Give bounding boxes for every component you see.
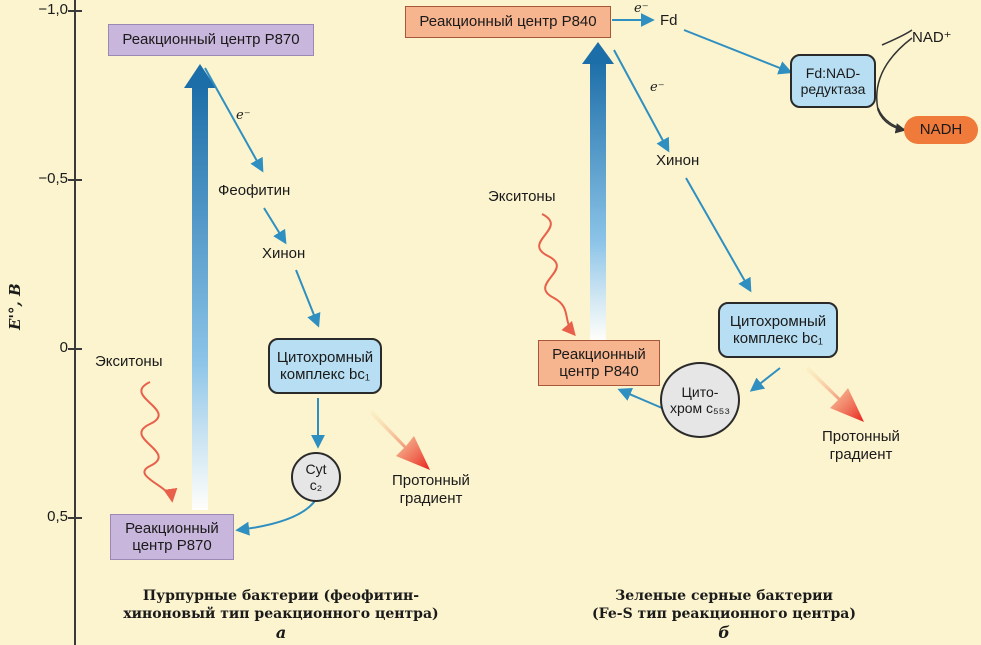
fd-nad-line1: Fd:NAD- xyxy=(805,64,861,81)
left-caption: Пурпурные бактерии (феофитин- хиноновый … xyxy=(116,588,446,643)
left-caption-line2: хиноновый тип реакционного центра) xyxy=(123,605,439,622)
y-tick-label: 0 xyxy=(59,339,68,356)
left-proton-line2: градиент xyxy=(399,490,463,507)
left-electron-label: e⁻ xyxy=(236,108,251,123)
left-caption-line1: Пурпурные бактерии (феофитин- xyxy=(142,588,420,604)
left-cyt-c2: Cyt c₂ xyxy=(291,452,341,502)
y-tick xyxy=(68,517,82,519)
right-caption-line1: Зеленые серные бактерии xyxy=(615,588,833,604)
cyt-c553: Цито- хром c₅₅₃ xyxy=(660,362,740,438)
right-proton-line1: Протонный xyxy=(822,428,900,445)
left-bottom-line1: Реакционный xyxy=(125,519,219,537)
right-bottom-line1: Реакционный xyxy=(552,345,646,363)
nad-curve xyxy=(877,29,913,131)
y-tick xyxy=(68,10,82,12)
fd-nad-reductase: Fd:NAD- редуктаза xyxy=(790,54,876,108)
left-cyt-c2-line1: Cyt xyxy=(305,460,327,477)
left-exciton-wave xyxy=(140,381,178,503)
y-tick-label: −1,0 xyxy=(38,1,68,18)
y-tick xyxy=(68,179,82,181)
y-tick-label: 0,5 xyxy=(47,508,68,525)
fd-nad-line2: редуктаза xyxy=(800,81,866,97)
cyt-c553-line1: Цито- xyxy=(681,383,719,400)
left-top-reaction-center: Реакционный центр P870 xyxy=(108,24,314,56)
right-exciton-wave xyxy=(538,213,576,337)
right-proton-line2: градиент xyxy=(829,446,893,463)
left-pheophytin-label: Феофитин xyxy=(218,182,291,199)
left-cyt-bc1-line1: Цитохромный xyxy=(276,348,374,366)
right-caption-letter: б xyxy=(718,623,730,642)
nad-label: NAD⁺ xyxy=(912,29,952,46)
left-proton-arrow xyxy=(370,410,430,470)
nadh-label: NADH xyxy=(904,116,978,144)
right-caption-line2: (Fe-S тип реакционного центра) xyxy=(592,605,856,622)
right-electron-flow xyxy=(612,13,793,409)
right-bottom-reaction-center: Реакционный центр P840 xyxy=(538,340,660,386)
right-proton-gradient: Протонный градиент xyxy=(822,428,900,464)
left-proton-gradient: Протонный градиент xyxy=(392,472,470,508)
right-top-reaction-center: Реакционный центр P840 xyxy=(405,6,611,38)
left-quinone-label: Хинон xyxy=(262,245,306,262)
right-caption: Зеленые серные бактерии (Fe-S тип реакци… xyxy=(574,588,874,643)
y-tick xyxy=(68,348,82,350)
y-tick-label: −0,5 xyxy=(38,170,68,187)
right-energy-arrow xyxy=(582,42,614,340)
left-caption-letter: а xyxy=(275,623,287,642)
right-proton-arrow xyxy=(806,366,864,422)
left-cyt-bc1-line2: комплекс bc₁ xyxy=(280,366,370,383)
left-bottom-line2: центр P870 xyxy=(132,537,212,554)
right-excitons-label: Экситоны xyxy=(488,188,556,205)
left-proton-line1: Протонный xyxy=(392,472,470,489)
y-axis-label: E'°, B xyxy=(6,283,24,330)
right-cyt-bc1-complex: Цитохромный комплекс bc₁ xyxy=(718,302,838,358)
left-cyt-c2-line2: c₂ xyxy=(309,477,323,493)
nad-to-nadh-arrow xyxy=(876,37,913,134)
left-energy-arrow xyxy=(184,64,216,510)
right-cyt-bc1-line1: Цитохромный xyxy=(729,312,827,330)
left-bottom-reaction-center: Реакционный центр P870 xyxy=(110,514,234,560)
left-excitons-label: Экситоны xyxy=(95,353,163,370)
y-axis-line xyxy=(74,0,76,645)
right-quinone-label: Хинон xyxy=(656,152,700,169)
right-electron-top: e⁻ xyxy=(634,1,649,16)
right-electron-mid: e⁻ xyxy=(650,80,665,95)
right-cyt-bc1-line2: комплекс bc₁ xyxy=(733,330,823,347)
right-bottom-line2: центр P840 xyxy=(559,363,639,380)
fd-label: Fd xyxy=(660,12,678,29)
left-cyt-bc1-complex: Цитохромный комплекс bc₁ xyxy=(268,338,382,394)
cyt-c553-line2: хром c₅₅₃ xyxy=(669,400,731,416)
